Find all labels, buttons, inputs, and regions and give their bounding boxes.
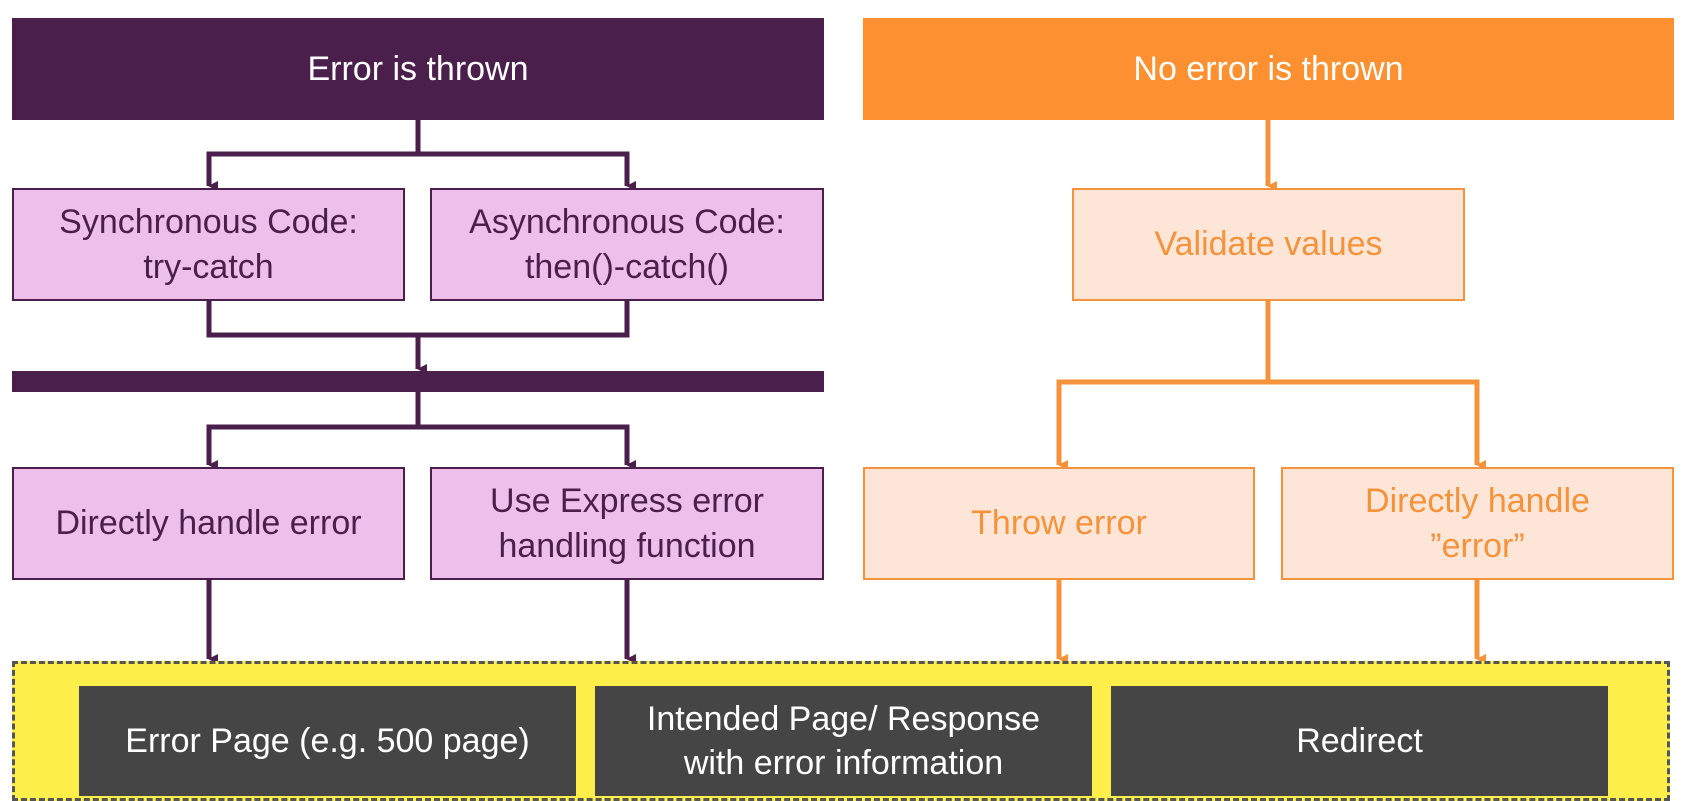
no-error-thrown-header: No error is thrown — [863, 18, 1674, 120]
directly-handle-error-quoted-box: Directly handle ”error” — [1281, 467, 1674, 580]
async-code-box: Asynchronous Code: then()-catch() — [430, 188, 824, 301]
outcome-error-page: Error Page (e.g. 500 page) — [79, 686, 576, 796]
sync-code-box: Synchronous Code: try-catch — [12, 188, 405, 301]
merge-bar — [12, 371, 824, 392]
directly-handle-error-box: Directly handle error — [12, 467, 405, 580]
outcome-intended-page: Intended Page/ Response with error infor… — [595, 686, 1092, 796]
error-thrown-header: Error is thrown — [12, 18, 824, 120]
throw-error-box: Throw error — [863, 467, 1255, 580]
outcome-redirect: Redirect — [1111, 686, 1608, 796]
express-error-handling-box: Use Express error handling function — [430, 467, 824, 580]
validate-values-box: Validate values — [1072, 188, 1465, 301]
